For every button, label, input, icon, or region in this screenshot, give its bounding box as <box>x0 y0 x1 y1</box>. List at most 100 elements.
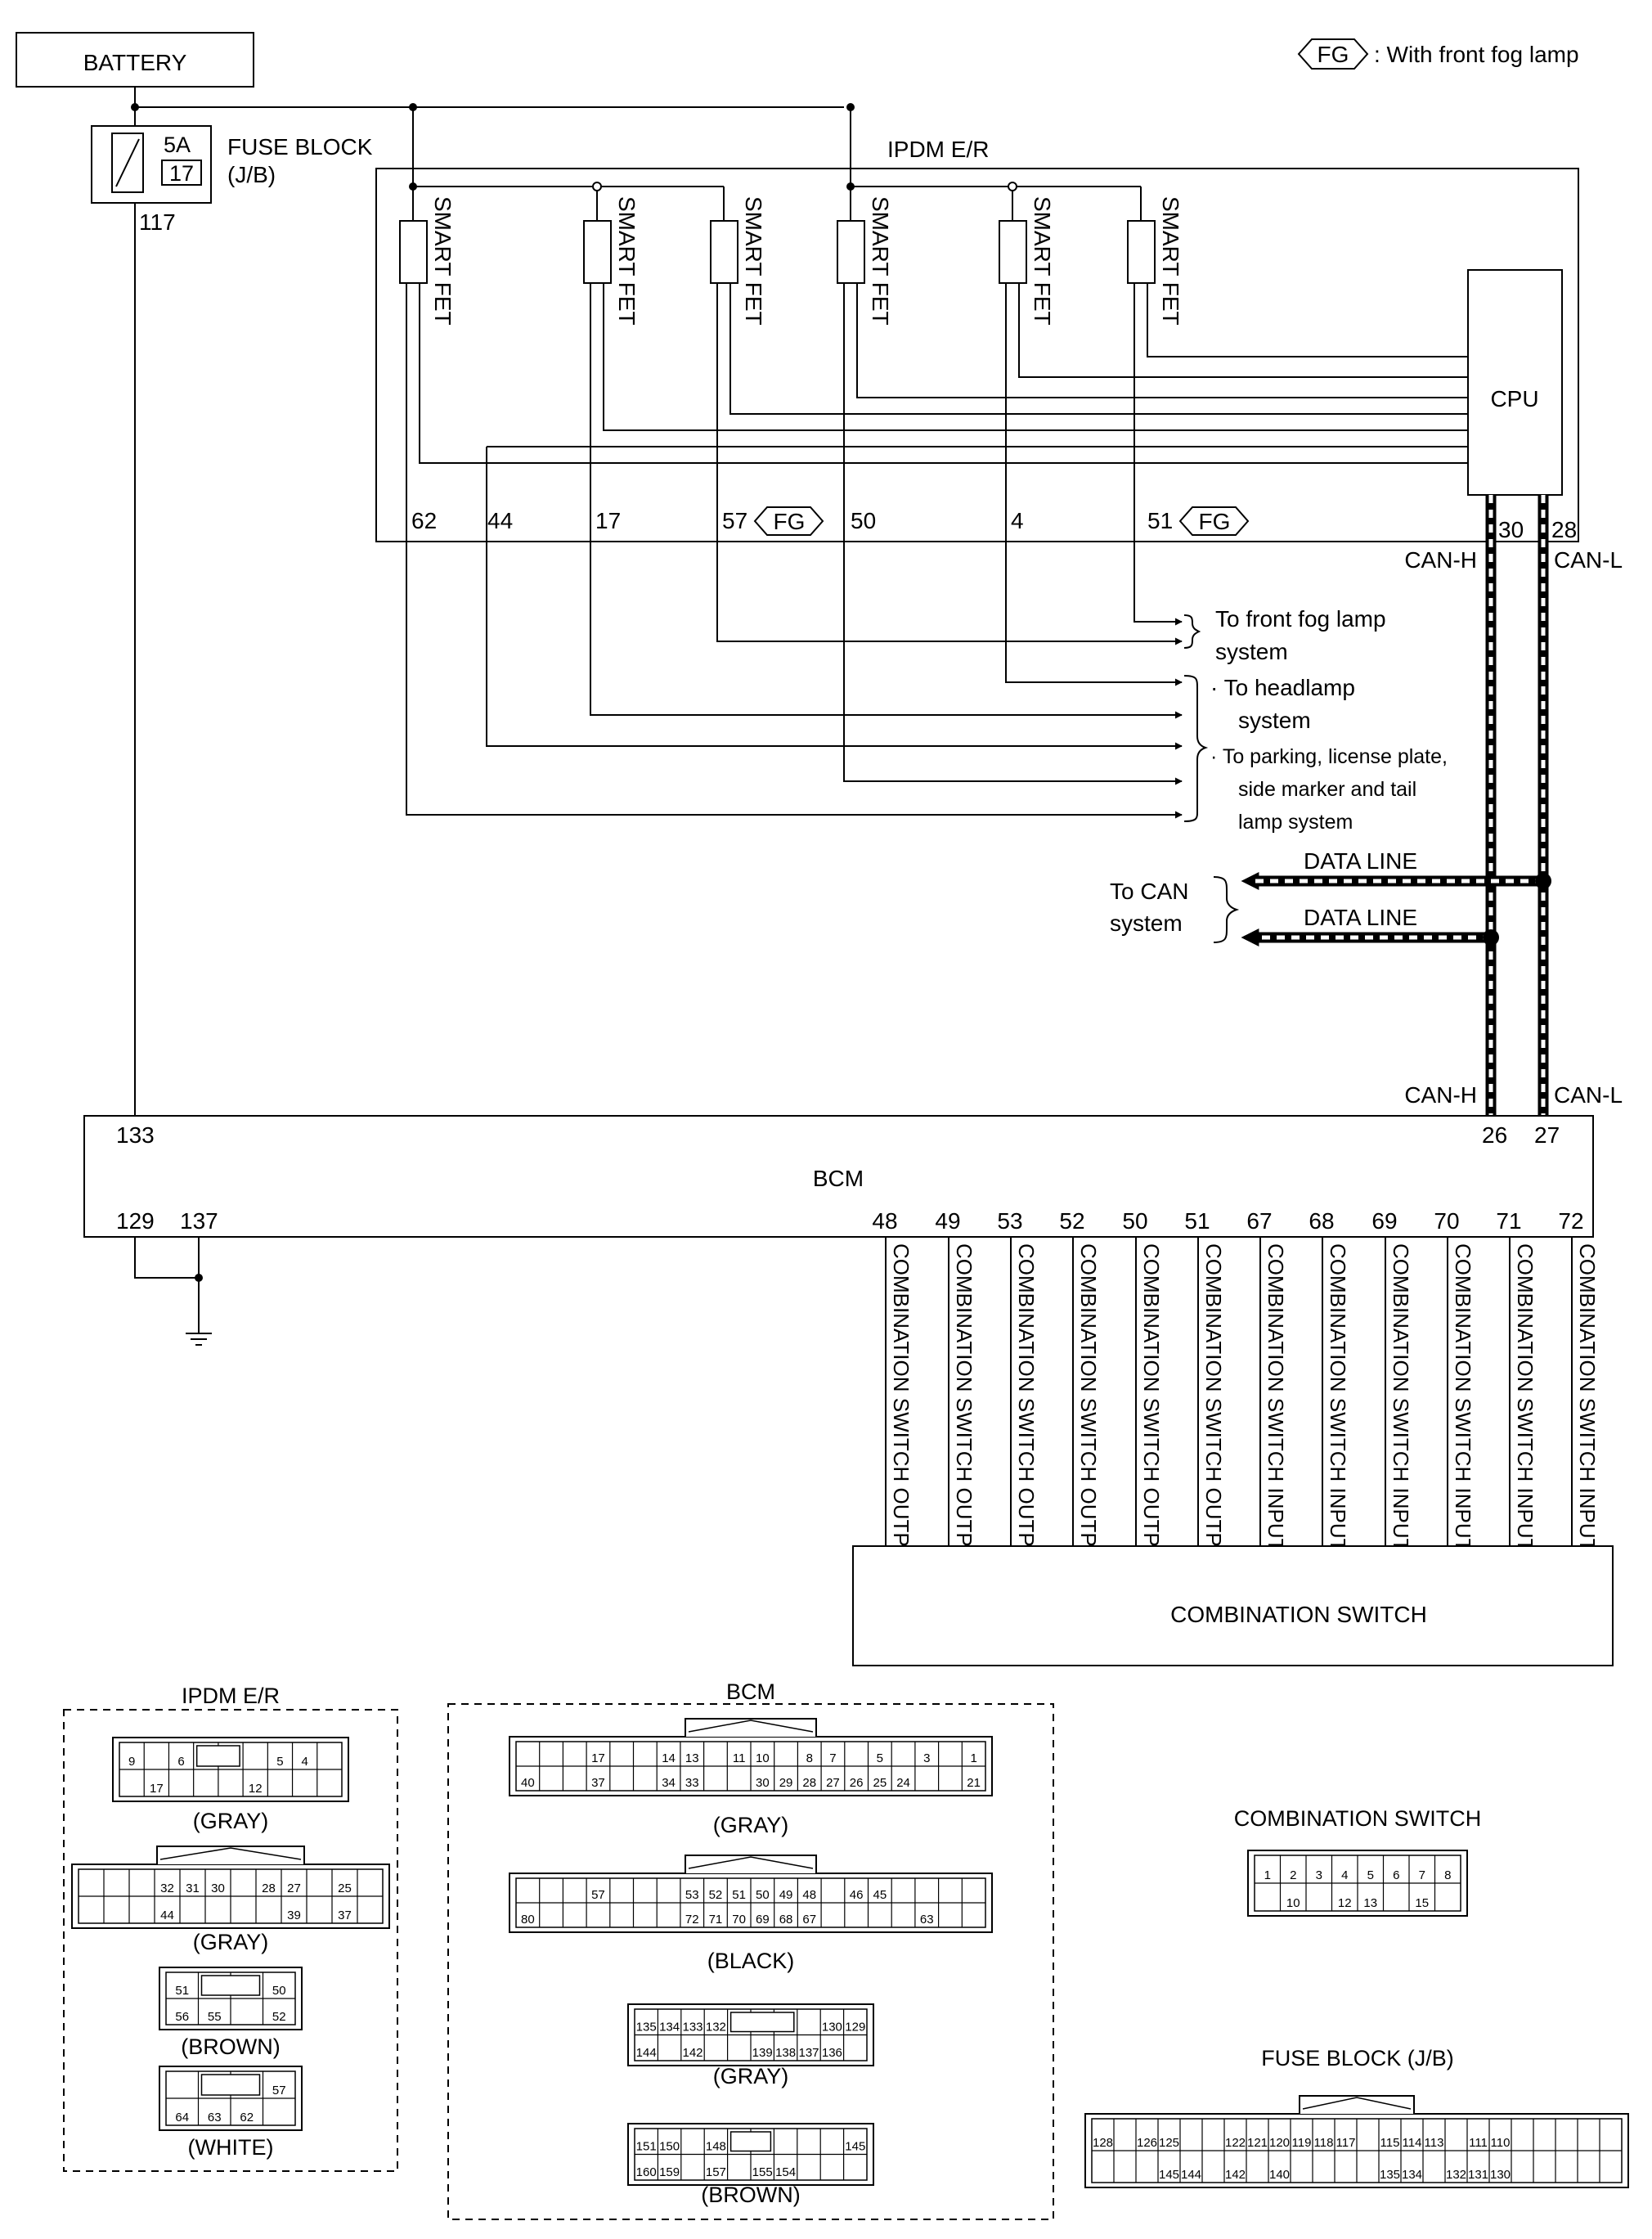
pin-label: 25 <box>338 1882 352 1895</box>
to-can-1: To CAN <box>1110 879 1188 904</box>
pin-label: 7 <box>1419 1868 1425 1882</box>
bcm-signal-name: COMBINATION SWITCH OUTPUT 5 <box>1139 1243 1164 1593</box>
ipdm-terminal-50: 50 <box>851 508 876 533</box>
ipdm-terminal-57: 57 <box>722 508 747 533</box>
bcm-conn1-color: (GRAY) <box>713 1813 789 1837</box>
pin-label: 56 <box>175 2010 189 2024</box>
pin-label: 145 <box>845 2140 865 2154</box>
pin-label: 10 <box>756 1751 770 1765</box>
ipdm-connector-group <box>63 1709 398 2172</box>
bcm-signal-name: COMBINATION SWITCH OUTPUT 2 <box>952 1243 976 1593</box>
bcm-ground-pin-129: 129 <box>116 1208 155 1234</box>
pin-label: 134 <box>659 2021 680 2034</box>
pin-label: 13 <box>1363 1896 1377 1910</box>
pin-label: 44 <box>160 1909 174 1922</box>
smart-fet-50: SMART FET <box>837 187 893 326</box>
data-line-2: DATA LINE <box>1304 905 1417 930</box>
pin-label: 144 <box>1181 2168 1201 2182</box>
pin-label: 30 <box>756 1776 770 1790</box>
pin-label: 26 <box>850 1776 864 1790</box>
pin-label: 4 <box>301 1755 308 1769</box>
pin-label: 69 <box>756 1913 770 1927</box>
pin-label: 120 <box>1269 2136 1290 2150</box>
fuse-block-jb: (J/B) <box>227 162 276 187</box>
svg-text:SMART FET: SMART FET <box>1158 196 1183 326</box>
pin-label: 45 <box>873 1888 887 1902</box>
pin-label: 142 <box>1225 2168 1246 2182</box>
pin-label: 113 <box>1425 2136 1444 2150</box>
pin-label: 5 <box>877 1751 883 1765</box>
pin-label: 7 <box>829 1751 836 1765</box>
pin-label: 131 <box>1468 2168 1488 2182</box>
pin-label: 24 <box>896 1776 910 1790</box>
pin-label: 6 <box>177 1755 184 1769</box>
ipdm-terminal-51: 51 <box>1147 508 1173 533</box>
fuse-rating: 5A <box>164 133 191 157</box>
bcm-pin-number: 68 <box>1309 1208 1334 1234</box>
cpu-block: CPU <box>1467 269 1563 496</box>
pin-label: 130 <box>822 2021 842 2034</box>
bcm-pin-number: 48 <box>872 1208 897 1234</box>
pin-label: 160 <box>636 2165 657 2179</box>
pin-label: 72 <box>685 1913 699 1927</box>
bcm-can-h-pin: 26 <box>1482 1122 1507 1148</box>
legend-text: : With front fog lamp <box>1374 42 1579 67</box>
bcm-box <box>83 1115 1594 1238</box>
pin-label: 63 <box>208 2111 222 2124</box>
dest-fog-1: To front fog lamp <box>1215 606 1386 632</box>
combination-switch-box <box>852 1545 1614 1666</box>
bcm-signal-name: COMBINATION SWITCH INPUT 6 <box>1575 1243 1600 1569</box>
pin-label: 117 <box>1336 2136 1356 2150</box>
bcm-title: BCM <box>813 1166 864 1191</box>
pin-label: 140 <box>1269 2168 1290 2182</box>
pin-label: 142 <box>682 2046 703 2060</box>
pin-label: 63 <box>920 1913 934 1927</box>
pin-label: 34 <box>662 1776 676 1790</box>
svg-text:SMART FET: SMART FET <box>614 196 640 326</box>
pin-label: 132 <box>1446 2168 1466 2182</box>
pin-label: 144 <box>636 2046 657 2060</box>
svg-text:FG: FG <box>774 509 806 534</box>
pin-label: 71 <box>709 1913 723 1927</box>
pin-label: 64 <box>175 2111 189 2124</box>
pin-label: 128 <box>1093 2136 1113 2150</box>
to-can-2: system <box>1110 910 1183 936</box>
pin-label: 151 <box>636 2140 657 2154</box>
ipdm-box <box>375 168 1579 542</box>
pin-label: 115 <box>1380 2136 1400 2150</box>
dest-park-2: side marker and tail <box>1238 778 1416 801</box>
pin-label: 126 <box>1137 2136 1157 2150</box>
pin-label: 122 <box>1225 2136 1246 2150</box>
bcm-connectors-title: BCM <box>726 1679 775 1704</box>
fuse-block-label: FUSE BLOCK <box>227 134 373 160</box>
bcm-pin-number: 67 <box>1246 1208 1272 1234</box>
pin-label: 8 <box>806 1751 813 1765</box>
pin-label: 29 <box>779 1776 793 1790</box>
ipdm-can-h-pin: 30 <box>1498 517 1524 542</box>
pin-label: 70 <box>732 1913 746 1927</box>
pin-label: 155 <box>752 2165 773 2179</box>
pin-label: 118 <box>1314 2136 1334 2150</box>
pin-label: 3 <box>923 1751 930 1765</box>
pin-label: 52 <box>272 2010 286 2024</box>
pin-label: 28 <box>262 1882 276 1895</box>
pin-label: 11 <box>733 1751 746 1765</box>
bcm-power-pin: 133 <box>116 1122 155 1148</box>
smart-fet-17: SMART FET <box>583 191 640 326</box>
smart-fet-57: SMART FET <box>710 187 766 326</box>
pin-label: 148 <box>706 2140 726 2154</box>
pin-label: 17 <box>150 1782 164 1796</box>
bcm-pin-number: 72 <box>1558 1208 1583 1234</box>
fg-badge-57: FG <box>753 506 824 536</box>
